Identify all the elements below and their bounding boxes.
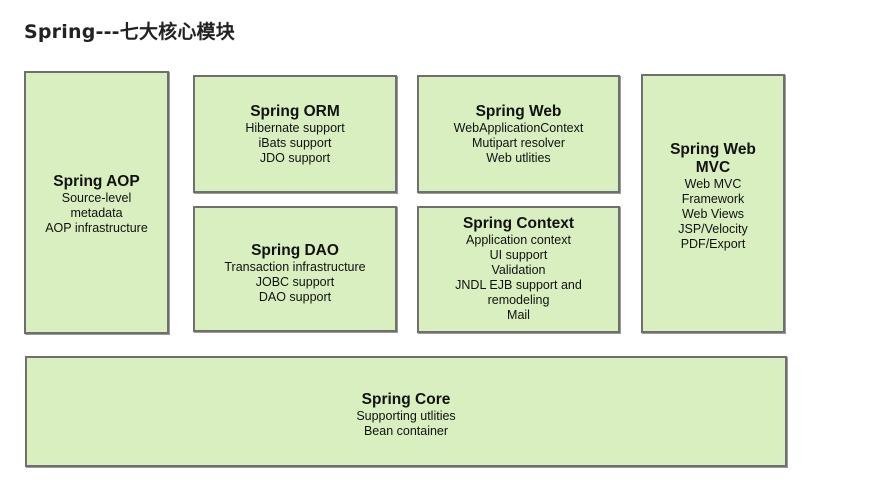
module-title: Spring DAO bbox=[251, 241, 339, 259]
module-spring-core: Spring Core Supporting utlities Bean con… bbox=[25, 356, 787, 467]
module-feature: Web MVC bbox=[684, 177, 742, 191]
module-spring-context: Spring Context Application context UI su… bbox=[417, 206, 620, 333]
module-feature: Hibernate support bbox=[245, 121, 345, 135]
module-feature: Web utlities bbox=[486, 151, 551, 165]
page-title: Spring---七大核心模块 bbox=[24, 21, 235, 43]
module-feature: Bean container bbox=[363, 423, 449, 438]
module-feature: Application context bbox=[466, 233, 571, 247]
module-feature: Transaction infrastructure bbox=[224, 259, 366, 274]
module-title: Spring Web bbox=[475, 103, 562, 120]
module-feature: Mutipart resolver bbox=[471, 136, 566, 150]
module-title: Spring Core bbox=[361, 390, 451, 408]
module-spring-aop: Spring AOP Source-level metadata AOP inf… bbox=[24, 71, 169, 334]
module-feature: PDF/Export bbox=[680, 237, 746, 251]
module-feature: Framework bbox=[681, 192, 745, 206]
module-feature: Validation bbox=[491, 263, 546, 277]
module-feature: Mail bbox=[507, 308, 530, 322]
module-title: Spring AOP bbox=[53, 173, 140, 190]
module-spring-dao: Spring DAO Transaction infrastructure JO… bbox=[193, 206, 397, 332]
module-spring-web: Spring Web WebApplicationContext Mutipar… bbox=[417, 75, 620, 193]
module-feature: metadata bbox=[70, 206, 123, 220]
module-feature: UI support bbox=[489, 248, 548, 262]
module-feature: DAO support bbox=[258, 289, 332, 304]
module-feature: JDO support bbox=[259, 151, 331, 165]
module-feature: Web Views bbox=[681, 207, 745, 221]
module-feature: JNDL EJB support and remodeling bbox=[455, 278, 582, 307]
module-feature: JSP/Velocity bbox=[678, 222, 748, 236]
module-feature: Source-level bbox=[61, 191, 132, 205]
module-feature: WebApplicationContext bbox=[453, 121, 584, 135]
module-title: Spring ORM bbox=[250, 103, 340, 120]
module-spring-web-mvc: Spring Web MVC Web MVC Framework Web Vie… bbox=[641, 74, 785, 333]
module-spring-orm: Spring ORM Hibernate support iBats suppo… bbox=[193, 75, 397, 193]
module-feature: AOP infrastructure bbox=[45, 221, 148, 235]
module-title: Spring Context bbox=[462, 215, 575, 232]
module-title: Spring Web MVC bbox=[670, 141, 756, 176]
module-feature: Supporting utlities bbox=[356, 408, 456, 423]
module-feature: iBats support bbox=[258, 136, 332, 150]
module-feature: JOBC support bbox=[255, 274, 335, 289]
